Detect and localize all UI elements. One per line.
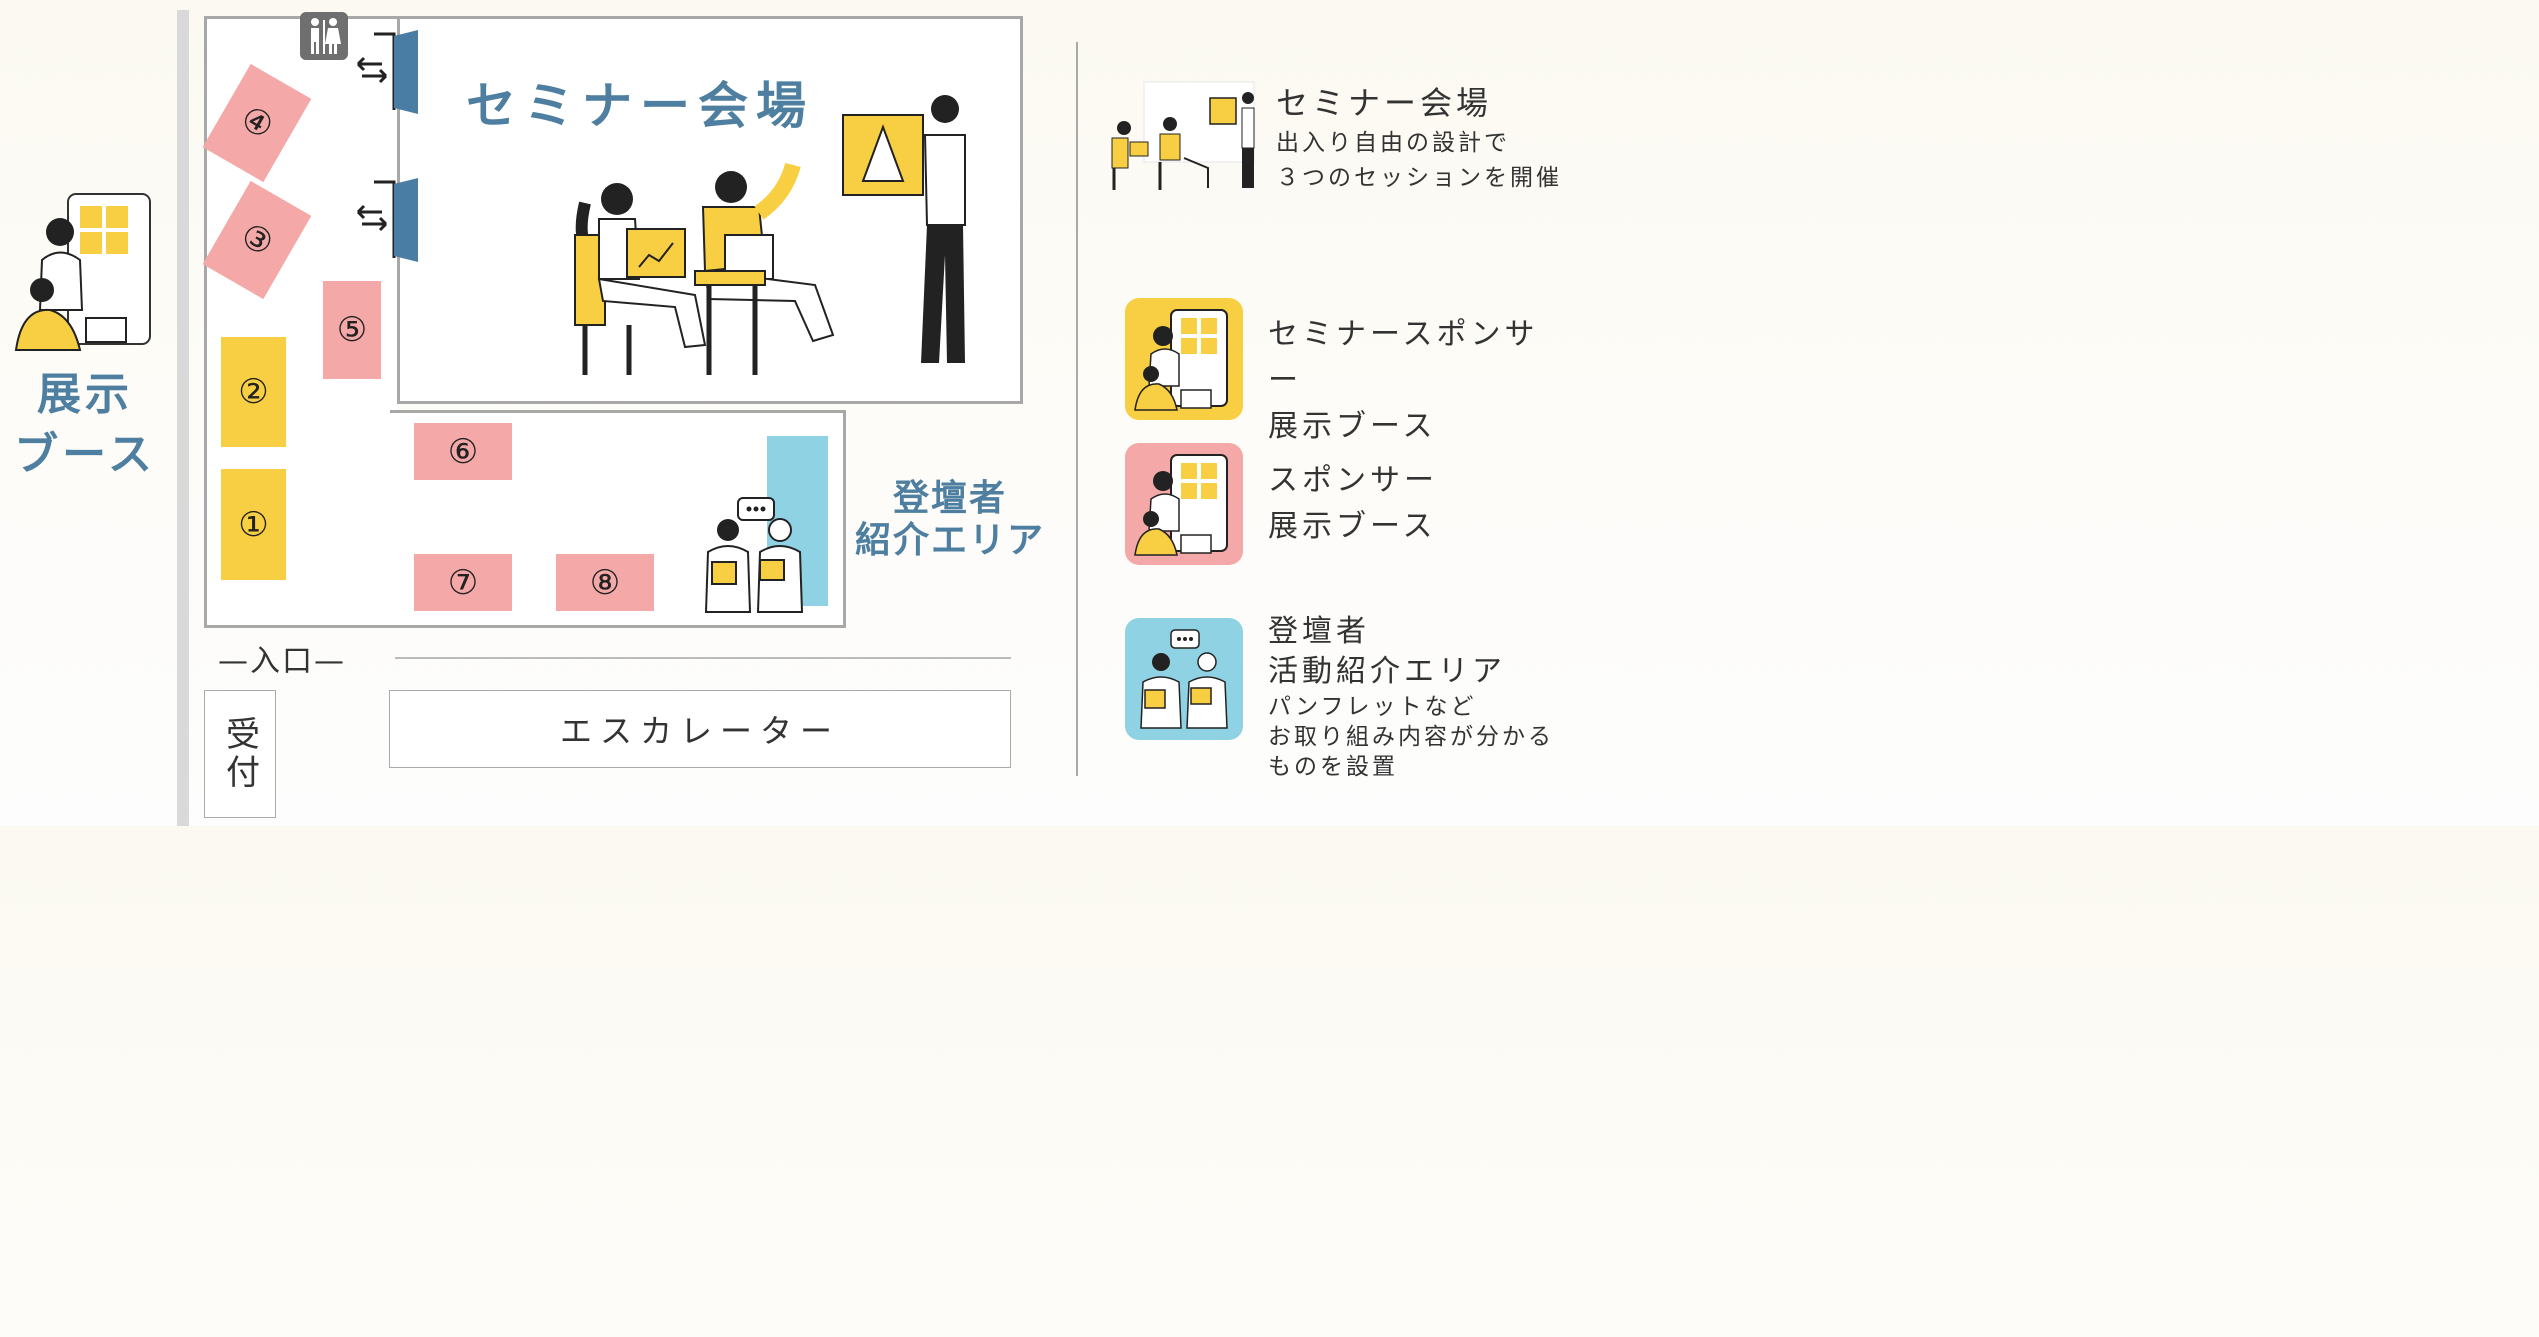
booth-2[interactable]: ② — [221, 337, 286, 447]
legend-divider — [1076, 42, 1078, 776]
booth-6[interactable]: ⑥ — [414, 423, 512, 480]
exhibit-label-line1: 展示 — [37, 369, 133, 420]
legend-seminar-sponsor-text: セミナースポンサー 展示ブース — [1268, 312, 1568, 450]
legend-speaker-desc-3: ものを設置 — [1268, 754, 1398, 780]
seminar-room-title: セミナー会場 — [466, 77, 814, 135]
restroom-icon — [300, 12, 348, 60]
seminar-door-lower[interactable] — [354, 176, 424, 262]
legend-seminar-icon — [1104, 78, 1264, 194]
booth-5[interactable]: ⑤ — [323, 281, 381, 379]
legend-speaker-text: 登壇者 活動紹介エリア パンフレットなど お取り組み内容が分かる ものを設置 — [1268, 612, 1554, 782]
legend-speaker-line1: 登壇者 — [1268, 614, 1370, 649]
reception-label: 受付 — [219, 716, 260, 792]
legend-sponsor-line1: スポンサー — [1268, 463, 1438, 498]
entrance-label: —入口— — [218, 644, 346, 679]
booth-7[interactable]: ⑦ — [414, 554, 512, 611]
legend-sponsor-icon — [1125, 443, 1243, 565]
legend-sponsor-text: スポンサー 展示ブース — [1268, 458, 1438, 550]
legend-speaker-icon — [1125, 618, 1243, 740]
speaker-area-line1: 登壇者 — [892, 478, 1007, 519]
legend-seminar-desc-1: 出入り自由の設計で — [1276, 130, 1510, 156]
seminar-door-upper[interactable] — [354, 28, 424, 114]
exhibit-illustration — [10, 190, 155, 355]
reception-desk: 受付 — [204, 690, 276, 818]
seminar-illustration — [555, 95, 985, 385]
lower-hall-top-wall — [390, 410, 846, 413]
booth-1[interactable]: ① — [221, 469, 286, 580]
speaker-area-line2: 紹介エリア — [854, 520, 1045, 561]
legend-seminar-sponsor-icon — [1125, 298, 1243, 420]
escalator: エスカレーター — [389, 690, 1011, 768]
legend-seminar-desc-2: ３つのセッションを開催 — [1276, 165, 1562, 191]
booth-8[interactable]: ⑧ — [556, 554, 654, 611]
legend-speaker-desc-2: お取り組み内容が分かる — [1268, 724, 1554, 750]
legend-speaker-line2: 活動紹介エリア — [1268, 654, 1506, 689]
entrance-line — [395, 657, 1011, 659]
legend-seminar-title: セミナー会場 — [1276, 84, 1493, 122]
speaker-illustration — [698, 496, 808, 614]
exhibit-booth-label: 展示 ブース — [10, 365, 160, 485]
legend-seminar-text: セミナー会場 出入り自由の設計で ３つのセッションを開催 — [1276, 80, 1562, 196]
escalator-label: エスカレーター — [559, 712, 840, 750]
exhibit-label-line2: ブース — [14, 429, 156, 480]
legend-seminar-sponsor-line2: 展示ブース — [1268, 409, 1437, 444]
speaker-area-label: 登壇者 紹介エリア — [850, 478, 1050, 562]
legend-speaker-desc-1: パンフレットなど — [1268, 694, 1477, 720]
legend-seminar-sponsor-line1: セミナースポンサー — [1268, 317, 1539, 398]
legend-sponsor-line2: 展示ブース — [1268, 509, 1437, 544]
left-wall — [177, 10, 189, 826]
